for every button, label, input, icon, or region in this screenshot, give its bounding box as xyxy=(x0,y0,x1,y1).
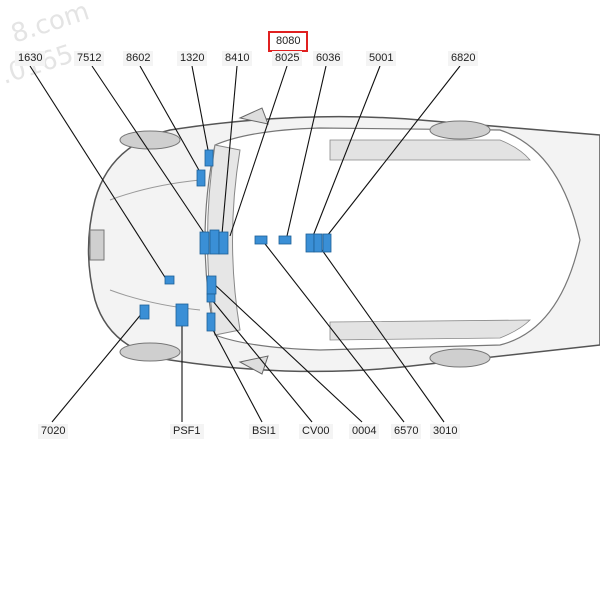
connector-icon xyxy=(204,149,214,167)
connector-icon xyxy=(139,304,150,320)
label-top-3: 8602 xyxy=(123,51,154,66)
highlighted-label: 8080 xyxy=(268,31,309,52)
label-bottom-4: CV00 xyxy=(299,424,333,439)
label-top-4: 1320 xyxy=(177,51,208,66)
connector-icon xyxy=(322,233,332,253)
connector-icon xyxy=(206,275,217,295)
label-top-7: 6036 xyxy=(313,51,344,66)
label-top-9: 6820 xyxy=(448,51,479,66)
label-bottom-7: 3010 xyxy=(430,424,461,439)
connector-icon xyxy=(209,229,220,255)
label-top-2: 7512 xyxy=(74,51,105,66)
connector-icon xyxy=(254,235,268,245)
connector-icon xyxy=(196,169,206,187)
label-top-1: 1630 xyxy=(15,51,46,66)
connector-icon xyxy=(305,233,315,253)
connector-icon xyxy=(175,303,189,327)
connector-icon xyxy=(206,293,216,303)
label-bottom-1: 7020 xyxy=(38,424,69,439)
label-bottom-2: PSF1 xyxy=(170,424,204,439)
connector-icon xyxy=(313,233,323,253)
leader-lines xyxy=(29,65,461,423)
connector-icon xyxy=(199,231,210,255)
connector-icon xyxy=(206,312,216,332)
label-top-8: 5001 xyxy=(366,51,397,66)
car-body xyxy=(87,107,600,375)
connector-icon xyxy=(278,235,292,245)
label-top-5: 8410 xyxy=(222,51,253,66)
label-bottom-5: 0004 xyxy=(349,424,380,439)
connector-icon xyxy=(164,275,175,285)
connectors xyxy=(139,149,332,332)
label-top-6: 8025 xyxy=(272,51,303,66)
label-bottom-6: 6570 xyxy=(391,424,422,439)
connector-icon xyxy=(218,231,229,255)
label-bottom-3: BSI1 xyxy=(249,424,279,439)
